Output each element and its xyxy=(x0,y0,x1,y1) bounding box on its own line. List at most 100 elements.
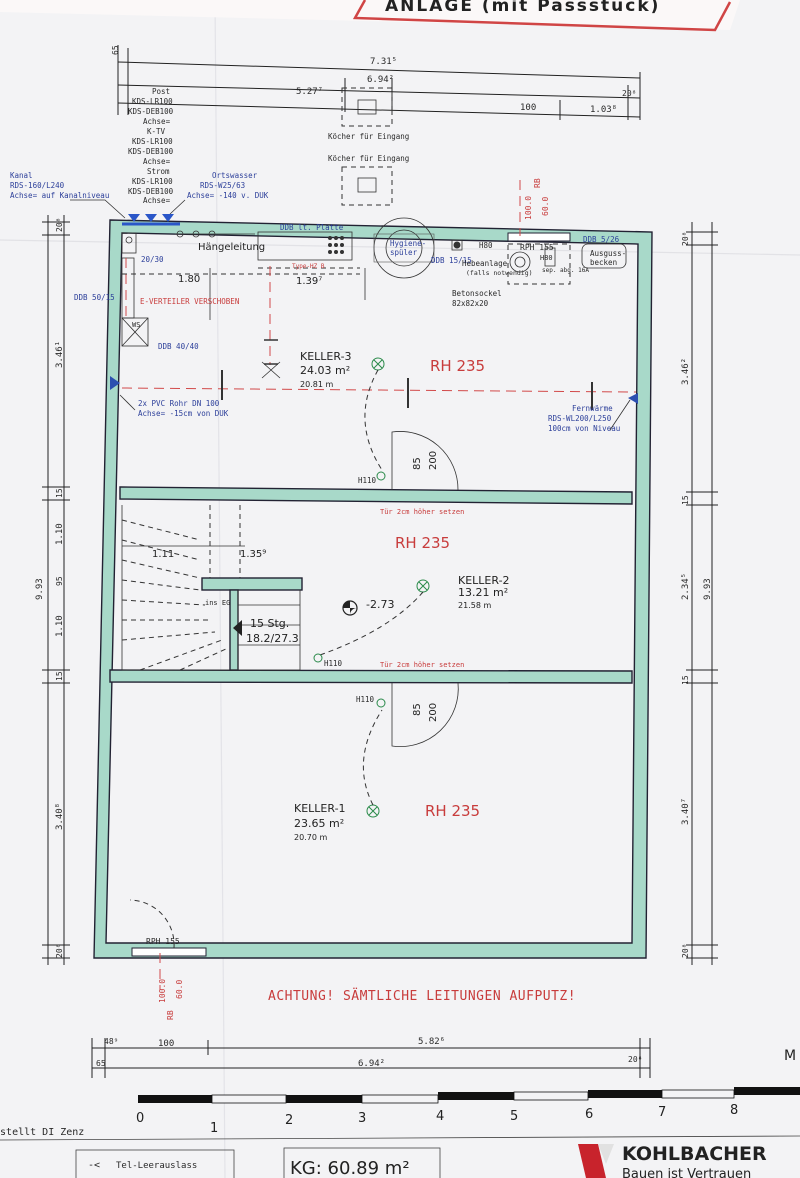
brand-name: KOHLBACHER xyxy=(622,1143,767,1165)
scale-tick-1: 1 xyxy=(210,1121,218,1136)
fb-bot-1: 100.0 xyxy=(158,979,167,1003)
util-post-11: Achse= xyxy=(143,196,171,205)
dim-20-top: 20⁸ xyxy=(622,89,636,98)
room-name: KELLER-2 xyxy=(458,574,510,587)
door-200-b: 200 xyxy=(428,703,439,722)
plan-labels: Hängeleitung DDB lt. Platte Type-HZ B Hy… xyxy=(74,178,631,1020)
hygiene-label: Hygiene- xyxy=(390,239,426,248)
left-d1: 20⁸ xyxy=(55,218,64,232)
util-wasser-1: RDS-W25/63 xyxy=(200,181,245,190)
util-post-7: Achse= xyxy=(143,157,171,166)
util-kanal-1: RDS-160/L240 xyxy=(10,181,65,190)
everteiler-label: E-VERTEILER VERSCHOBEN xyxy=(140,297,239,306)
dim-139: 1.39⁷ xyxy=(296,276,322,287)
left-d5: 9.93 xyxy=(35,578,45,600)
h110-c: H110 xyxy=(356,695,375,704)
haengeleitung-label: Hängeleitung xyxy=(198,242,265,253)
pvc-label-1: 2x PVC Rohr DN 100 xyxy=(138,399,220,408)
room-perimeter: 21.58 m xyxy=(458,601,491,610)
util-post-10: KDS-DEB100 xyxy=(128,187,174,196)
side-letter: M xyxy=(784,1048,796,1064)
betonsockel-size: 82x82x20 xyxy=(452,299,489,308)
hoeher-2: Tür 2cm höher setzen xyxy=(380,661,464,669)
sep-label: sep. abg. 16A xyxy=(542,267,589,274)
room-perimeter: 20.70 m xyxy=(294,833,327,842)
koecher-label-2: Köcher für Eingang xyxy=(328,154,409,163)
fb-bot-2: 60.0 xyxy=(175,980,184,999)
scale-bar: 0 1 2 3 4 5 6 7 8 xyxy=(136,1087,800,1136)
door-200-a: 200 xyxy=(428,451,439,470)
doors xyxy=(129,431,459,949)
staircase: ins EG xyxy=(121,505,301,671)
util-post-1: KDS-LR100 xyxy=(132,97,173,106)
bottom-d-100: 100 xyxy=(158,1039,174,1049)
util-post-8: Strom xyxy=(147,167,170,176)
rb-bot: RB xyxy=(166,1010,175,1020)
falls-label: (falls notwendig) xyxy=(466,269,533,277)
fern-label-2: RDS-WL200/L250 xyxy=(548,414,612,423)
dim-694-top: 6.94² xyxy=(367,75,394,85)
right-d4: 2.34⁵ xyxy=(681,573,691,600)
title-fragment: ANLAGE (mit Passstück) xyxy=(385,0,660,16)
dim-135: 1.35⁹ xyxy=(240,549,266,560)
scale-tick-5: 5 xyxy=(510,1109,518,1124)
ausguss-label: Ausguss- xyxy=(590,249,626,258)
scale-tick-3: 3 xyxy=(358,1111,366,1126)
legend-tel-icon: -< xyxy=(88,1160,100,1171)
room-height: RH 235 xyxy=(430,357,485,375)
left-d7: 1.10 xyxy=(55,615,65,637)
author-label: erstellt DI Zenz xyxy=(0,1127,84,1138)
utility-post-block: Post KDS-LR100 KDS-DEB100 Achse= K-TV KD… xyxy=(128,87,174,205)
left-d8: 15 xyxy=(55,671,64,681)
bottom-d-489: 48⁹ xyxy=(104,1037,118,1046)
fern-label-3: 100cm von Niveau xyxy=(548,424,620,433)
stairs-ratio: 18.2/27.3 xyxy=(246,632,299,645)
room-area: 23.65 m² xyxy=(294,817,344,830)
fern-label-1: Fernwärme xyxy=(572,404,613,413)
koecher-group: Köcher für Eingang Köcher für Eingang xyxy=(328,87,409,206)
dim-100-top: 100 xyxy=(520,103,536,113)
ws-label: WS xyxy=(132,321,140,329)
left-dimension-chain: 20⁸ 3.46¹ 15 1.10 9.93 95 1.10 15 3.40⁸ … xyxy=(35,215,70,965)
scale-tick-8: 8 xyxy=(730,1103,738,1118)
door-85-a: 85 xyxy=(412,457,423,470)
room-keller-2: KELLER-2 13.21 m² 21.58 m xyxy=(458,574,510,610)
util-post-9: KDS-LR100 xyxy=(132,177,173,186)
util-kanal-2: Achse= auf Kanalniveau xyxy=(10,191,109,200)
right-d6: 15 xyxy=(681,675,690,685)
right-d1: 20⁸ xyxy=(681,232,690,246)
util-wasser-0: Ortswasser xyxy=(212,171,258,180)
right-d5: 9.93 xyxy=(703,578,713,600)
ddb-526-label: DDB 5/26 xyxy=(583,235,620,244)
rph-bottom-label: RPH 155 xyxy=(146,937,180,946)
hebeanlage-label: Hebeanlage xyxy=(462,259,508,268)
utility-kanal-block: Kanal RDS-160/L240 Achse= auf Kanalnivea… xyxy=(10,171,126,219)
equipment: WS xyxy=(121,214,627,347)
top-dimension-lines: 65 7.31⁵ 6.94² 5.27⁷ 100 1.03⁸ 20⁸ xyxy=(111,45,641,120)
ddb-15-label: DDB 15/15 xyxy=(431,256,472,265)
room-name: KELLER-1 xyxy=(294,802,346,815)
dim-65: 65 xyxy=(111,45,120,55)
room-area: 13.21 m² xyxy=(458,586,508,599)
hall: RH 235 xyxy=(395,534,450,552)
util-post-2: KDS-DEB100 xyxy=(128,107,174,116)
lights-switches xyxy=(313,357,430,818)
brand-slogan: Bauen ist Vertrauen xyxy=(622,1167,751,1178)
service-lines xyxy=(121,180,637,990)
bottom-d-65: 65 xyxy=(96,1059,106,1068)
legend-tel: Tel-Leerauslass xyxy=(116,1161,197,1171)
hoeher-1: Tür 2cm höher setzen xyxy=(380,508,464,516)
stairs-count: 15 Stg. xyxy=(250,617,289,630)
scale-tick-4: 4 xyxy=(436,1109,444,1124)
scale-tick-7: 7 xyxy=(658,1105,666,1120)
bottom-dimension-lines: 48⁹ 100 5.82⁶ 65 6.94² 20⁸ xyxy=(91,1037,651,1078)
right-d3: 15 xyxy=(681,495,690,505)
util-post-5: KDS-LR100 xyxy=(132,137,173,146)
dim-111: 1.11 xyxy=(152,549,174,560)
h110-a: H110 xyxy=(358,476,377,485)
rph-top-label: RPH 155 xyxy=(520,243,554,252)
h80-label: H80 xyxy=(479,241,493,250)
util-post-3: Achse= xyxy=(143,117,171,126)
ddb-2030-label: 20/30 xyxy=(141,255,164,264)
right-d7: 3.40⁷ xyxy=(681,798,691,825)
